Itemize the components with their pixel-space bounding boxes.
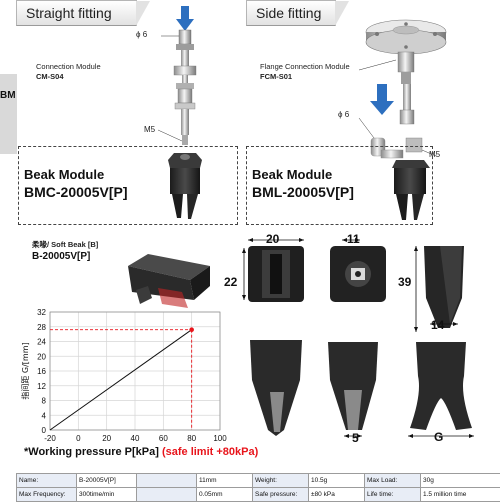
side-module-code: FCM-S01 [260, 72, 292, 81]
working-pressure-text: *Working pressure P[kPa] [24, 446, 162, 458]
dim-tip-gap: 5 [352, 431, 359, 445]
spec-cell: Safe pressure: [253, 488, 309, 502]
chart-x-tick-label: 20 [102, 434, 111, 443]
spec-cell: Max Frequency: [17, 488, 77, 502]
spec-cell: Max Load: [365, 474, 421, 488]
chart-y-tick-label: 20 [37, 352, 46, 361]
spec-cell: Life time: [365, 488, 421, 502]
chart-y-tick-label: 4 [42, 411, 47, 420]
side-fitting-panel: Side fitting [246, 0, 500, 228]
chart-x-tick-label: 100 [213, 434, 227, 443]
working-pressure-note: *Working pressure P[kPa] (safe limit +80… [24, 446, 258, 458]
straight-thread-label: M5 [144, 125, 155, 134]
straight-beak-model: BMC-20005V[P] [24, 184, 127, 201]
side-beak-model: BML-20005V[P] [252, 184, 354, 201]
side-view-drawings [240, 336, 500, 448]
airflow-arrow-icon [176, 6, 194, 31]
straight-beak-title: Beak Module [24, 167, 104, 182]
spec-cell [137, 488, 197, 502]
spec-cell: 11mm [197, 474, 253, 488]
chart-y-tick-label: 8 [42, 397, 47, 406]
safe-limit-text: (safe limit +80kPa) [162, 446, 258, 458]
soft-beak-model: B-20005V[P] [32, 251, 90, 262]
dim-front-width: 20 [266, 232, 279, 246]
straight-module-code: CM-S04 [36, 72, 64, 81]
chart-y-axis-label: 指间距 G/[mm] [20, 342, 30, 399]
chart-x-tick-label: 80 [187, 434, 196, 443]
section-side-tab: BM [0, 74, 17, 154]
spec-cell: B-20005V[P] [77, 474, 137, 488]
chart-y-tick-label: 24 [37, 338, 46, 347]
chart-y-tick-label: 16 [37, 367, 46, 376]
chart-x-tick-label: 60 [159, 434, 168, 443]
table-row: Name: B-20005V[P] 11mm Weight: 10.5g Max… [17, 474, 500, 488]
spec-cell: 10.5g [309, 474, 365, 488]
chart-x-tick-label: 40 [131, 434, 140, 443]
straight-module-name: Connection Module [36, 62, 101, 71]
soft-beak-image [118, 252, 218, 312]
chart-x-tick-label: -20 [44, 434, 56, 443]
spec-table: Name: B-20005V[P] 11mm Weight: 10.5g Max… [16, 473, 500, 502]
spec-cell [137, 474, 197, 488]
dim-open-gap: G [434, 430, 443, 444]
table-row: Max Frequency: 300time/min 0.05mm Safe p… [17, 488, 500, 502]
side-module-name: Flange Connection Module [260, 62, 350, 71]
chart-marker-point [189, 327, 194, 332]
spec-cell: 1.5 million time [421, 488, 500, 502]
spec-cell: ±80 kPa [309, 488, 365, 502]
spec-cell: 300time/min [77, 488, 137, 502]
spec-cell: Name: [17, 474, 77, 488]
dim-front-height: 22 [224, 275, 237, 289]
straight-fitting-panel: Straight fitting [16, 0, 240, 228]
dim-side-width: 14 [431, 318, 444, 332]
spec-cell: Weight: [253, 474, 309, 488]
side-phi-label: ϕ 6 [338, 110, 349, 119]
airflow-arrow-icon [370, 84, 394, 115]
chart-y-tick-label: 12 [37, 382, 46, 391]
spec-cell: 30g [421, 474, 500, 488]
spec-cell: 0.05mm [197, 488, 253, 502]
soft-beak-label: 柔喙/ Soft Beak [B] [32, 240, 98, 249]
dim-side-height: 39 [398, 275, 411, 289]
chart-x-tick-label: 0 [76, 434, 81, 443]
chart-y-tick-label: 28 [37, 323, 46, 332]
straight-phi-label: ϕ 6 [136, 30, 147, 39]
chart-y-tick-label: 32 [37, 308, 46, 317]
side-beak-title: Beak Module [252, 167, 332, 182]
dim-top-width: 11 [347, 232, 360, 246]
